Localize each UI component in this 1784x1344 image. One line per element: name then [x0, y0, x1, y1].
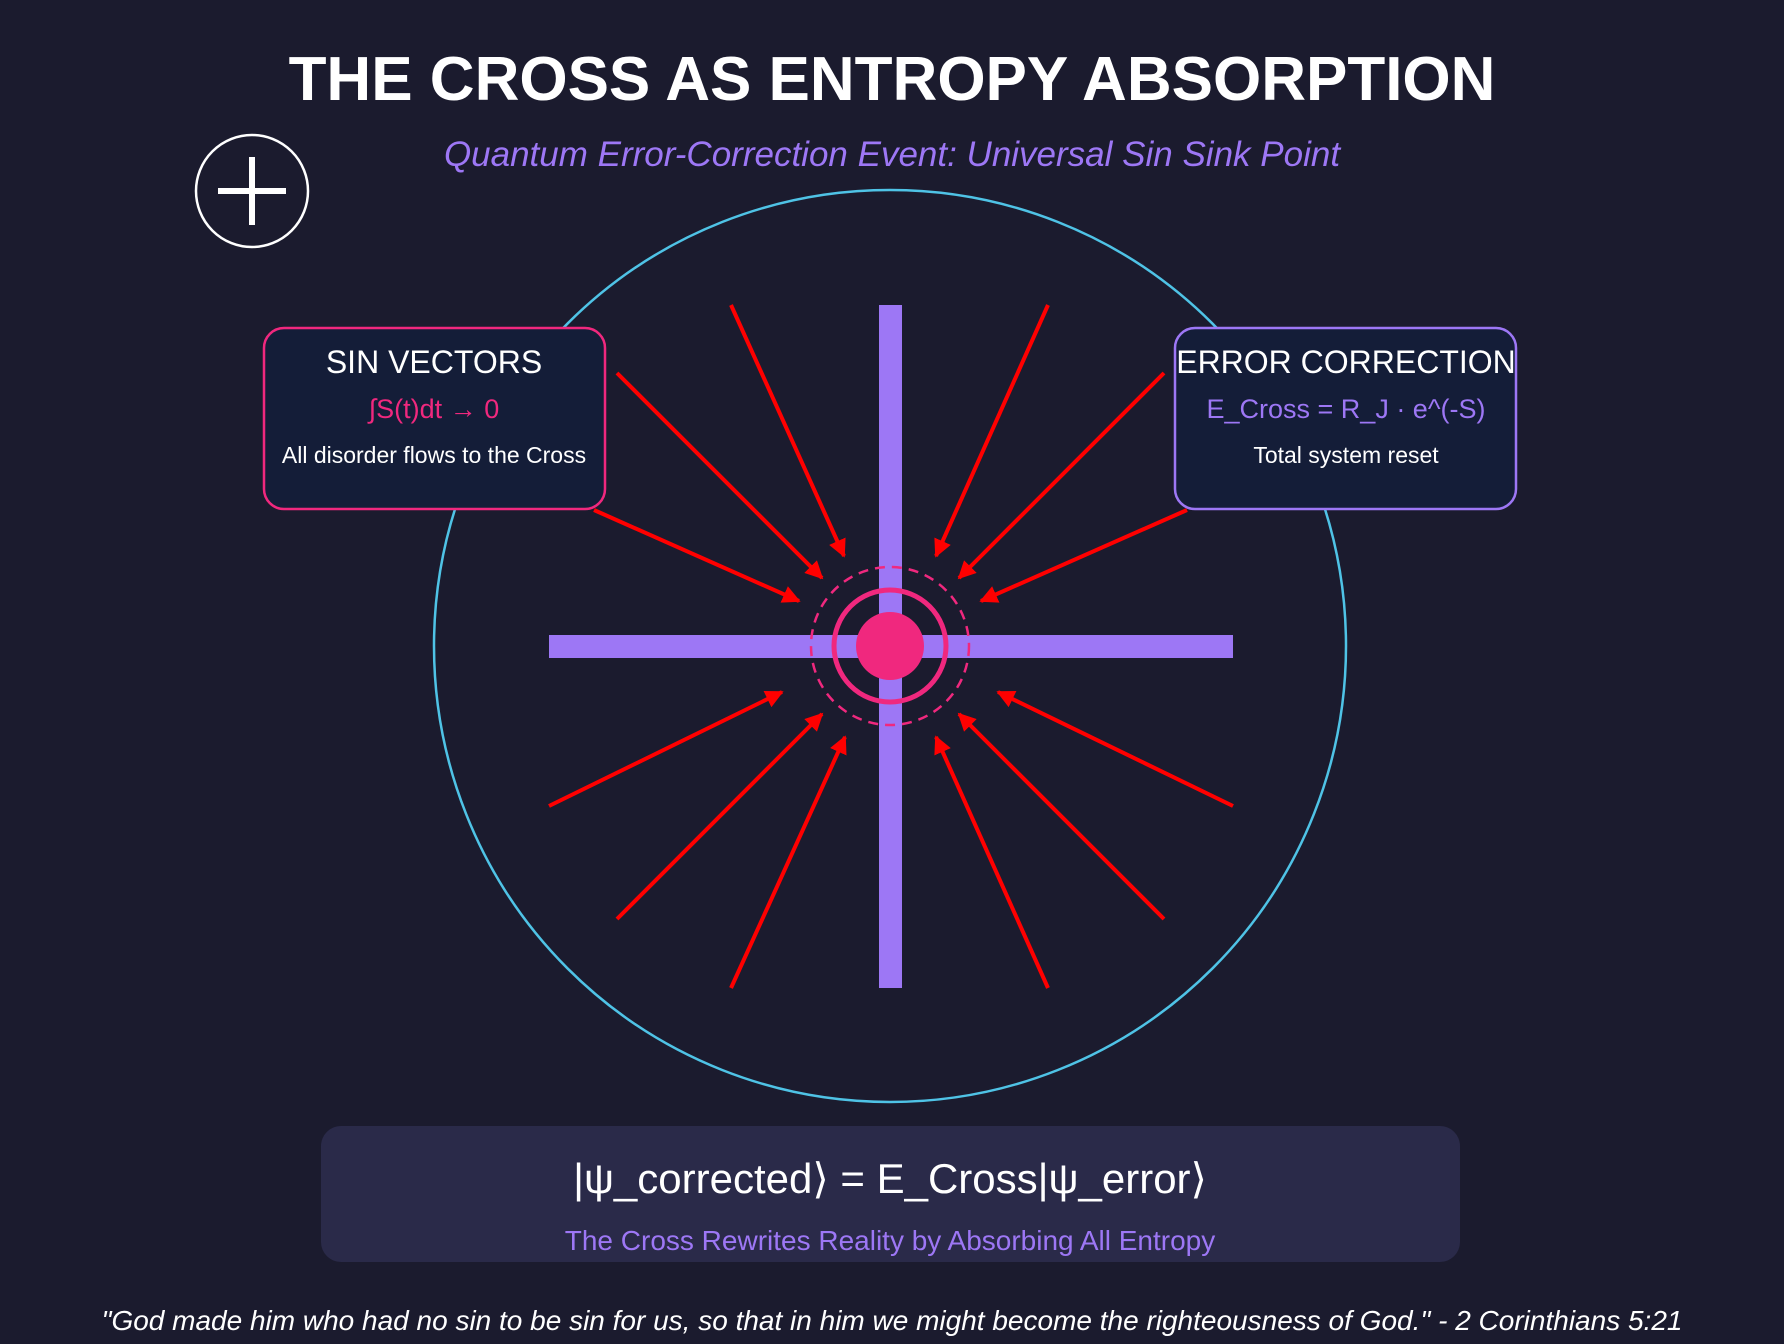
sin-vector-arrow-3 — [615, 371, 824, 580]
sin-vectors-description: All disorder flows to the Cross — [282, 442, 586, 468]
page-subtitle: Quantum Error-Correction Event: Universa… — [444, 135, 1341, 174]
sin-vector-arrow-1 — [729, 304, 846, 558]
equation-panel-frame — [321, 1126, 1460, 1262]
error-correction-box: ERROR CORRECTION E_Cross = R_J · e^(-S) … — [1173, 326, 1518, 511]
equation-panel: |ψ_corrected⟩ = E_Cross|ψ_error⟩ The Cro… — [321, 1126, 1460, 1262]
sin-vector-arrow-5 — [593, 508, 801, 603]
sin-vectors-heading: SIN VECTORS — [326, 344, 542, 380]
sin-vector-arrow-12 — [934, 735, 1050, 989]
sin-vectors-box: SIN VECTORS ∫S(t)dt → 0 All disorder flo… — [262, 326, 607, 511]
sink-dashed-ring — [809, 565, 971, 727]
equation-caption: The Cross Rewrites Reality by Absorbing … — [565, 1225, 1216, 1256]
sin-vector-arrow-10 — [957, 712, 1166, 921]
sin-vectors-formula: ∫S(t)dt → 0 — [367, 394, 499, 424]
correction-equation: |ψ_corrected⟩ = E_Cross|ψ_error⟩ — [573, 1155, 1207, 1202]
error-correction-description: Total system reset — [1253, 442, 1439, 468]
sink-solid-ring — [831, 587, 949, 705]
error-correction-formula: E_Cross = R_J · e^(-S) — [1207, 394, 1486, 424]
sin-vector-arrow-2 — [934, 304, 1050, 558]
cross-in-circle-icon — [194, 133, 310, 249]
sin-vector-arrow-4 — [957, 371, 1166, 580]
sin-vector-arrows — [548, 304, 1234, 989]
sin-vector-arrow-7 — [548, 690, 784, 808]
sin-vector-arrow-11 — [729, 735, 847, 989]
sin-sink-point — [809, 565, 971, 727]
sin-vector-arrow-9 — [615, 712, 824, 921]
outer-boundary-circle — [432, 188, 1348, 1104]
sink-core — [856, 612, 924, 680]
error-correction-box-frame — [1173, 326, 1518, 511]
sin-vectors-box-frame — [262, 326, 607, 511]
sin-vector-arrow-8 — [996, 690, 1234, 808]
error-correction-heading: ERROR CORRECTION — [1176, 344, 1516, 380]
scripture-quote: "God made him who had no sin to be sin f… — [102, 1305, 1683, 1336]
sin-vector-arrow-6 — [979, 508, 1188, 603]
page-title: THE CROSS AS ENTROPY ABSORPTION — [289, 45, 1496, 114]
